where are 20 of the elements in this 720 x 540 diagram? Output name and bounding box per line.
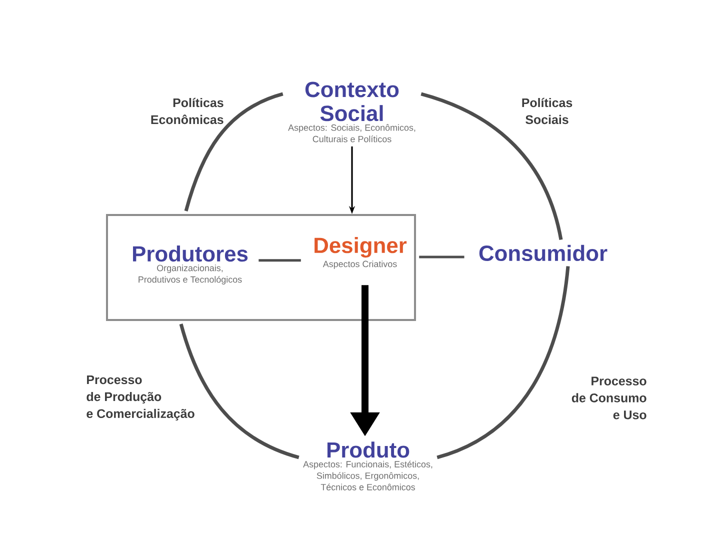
- arc-label: Processo de Produção e Comercialização: [86, 375, 194, 420]
- description-text: Organizacionais, Produtivos e Tecnológicos: [138, 264, 242, 284]
- node-title: Designer: [314, 237, 407, 258]
- node-title: Consumidor: [479, 244, 608, 262]
- arc-line: [420, 92, 563, 240]
- description-text: Aspectos Criativos: [322, 260, 397, 269]
- connector-line: [419, 256, 464, 258]
- description-text: Aspectos: Funcionais, Estéticos, Simbólicos, Ergonômicos, Técnicos e Econômicos: [303, 460, 432, 490]
- arc-line: [184, 92, 284, 212]
- node-title: Contexto Social: [305, 82, 399, 122]
- arc-line: [436, 266, 570, 460]
- frame-box: [106, 214, 416, 321]
- arc-label: Políticas Econômicas: [151, 98, 224, 124]
- arc-label: Políticas Sociais: [522, 98, 572, 124]
- arc-line: [179, 324, 300, 460]
- connector-line: [258, 259, 301, 262]
- node-title: Produto: [327, 442, 410, 458]
- description-text: Aspectos: Sociais, Econômicos, Culturais e Políticos: [288, 124, 416, 142]
- arc-label: Processo de Consumo e Uso: [572, 376, 646, 420]
- node-title: Produtores: [133, 246, 248, 262]
